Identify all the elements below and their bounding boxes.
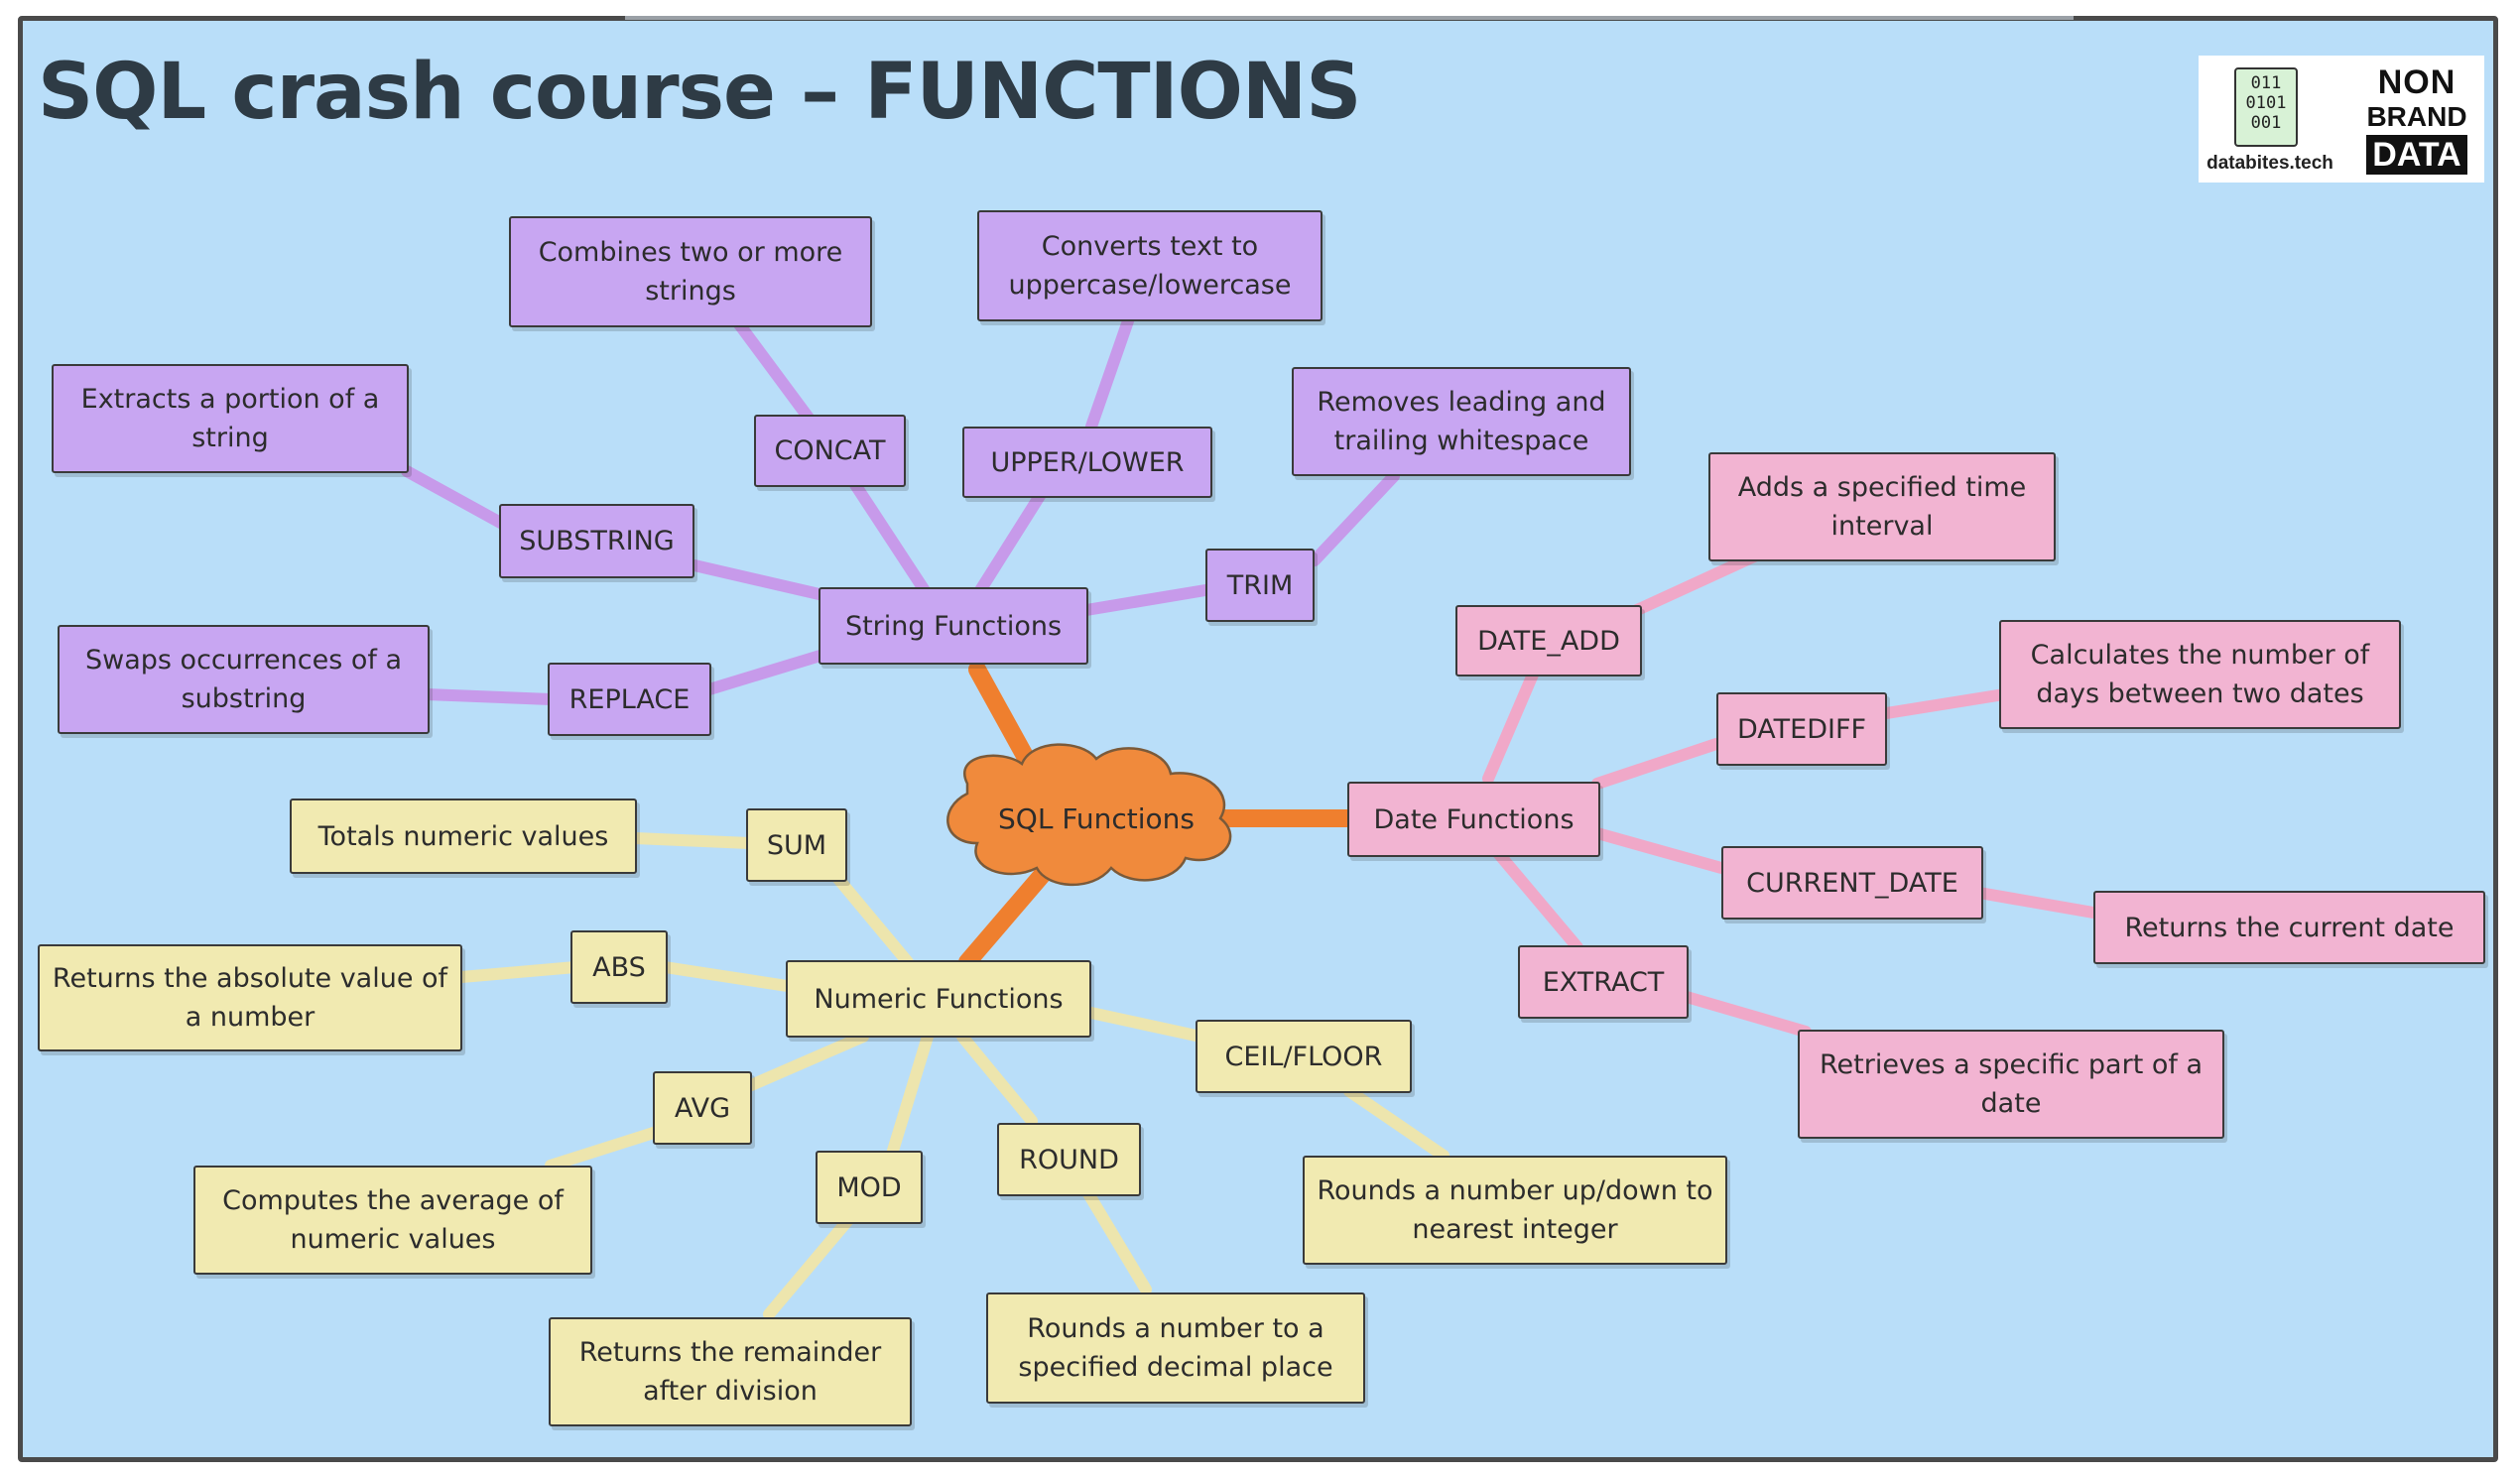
extract-node: EXTRACT [1518, 945, 1689, 1019]
ceil-floor-description: Rounds a number up/down to nearest integ… [1303, 1156, 1727, 1265]
connector-round-hub [956, 1031, 1038, 1127]
center-node-label: SQL Functions [998, 801, 1195, 835]
concat-description: Combines two or more strings [509, 216, 872, 327]
binary-file-icon: 011 0101 001 [2234, 67, 2298, 147]
connector-sum-hub [827, 867, 914, 968]
trim-description: Removes leading and trailing whitespace [1292, 367, 1631, 476]
sum-node: SUM [746, 808, 847, 882]
logo-brand-line2: BRAND [2366, 101, 2467, 132]
connector-extract-desc [1681, 991, 1812, 1038]
connector-replace-desc [421, 688, 557, 705]
connector-trim-desc [1309, 470, 1400, 566]
current-date-description: Returns the current date [2093, 891, 2485, 964]
mod-node: MOD [816, 1151, 923, 1224]
connector-trim-hub [1080, 584, 1211, 616]
non-brand-data-logo: NON BRAND DATA [2359, 63, 2474, 175]
trim-node: TRIM [1205, 549, 1315, 622]
connector-substring-desc [401, 465, 512, 532]
string-functions-hub: String Functions [819, 587, 1088, 665]
page-title: SQL crash course – FUNCTIONS [38, 48, 1361, 137]
connector-currentdate-hub [1591, 827, 1727, 874]
connector-abs-desc [455, 961, 581, 983]
concat-node: CONCAT [754, 415, 906, 487]
connector-extract-hub [1492, 847, 1583, 953]
replace-description: Swaps occurrences of a substring [58, 625, 430, 734]
logo-site-text: databites.tech [2206, 153, 2333, 174]
round-description: Rounds a number to a specified decimal p… [986, 1292, 1365, 1404]
connector-substring-hub [689, 559, 829, 601]
date-functions-hub: Date Functions [1347, 782, 1600, 857]
connector-abs-hub [659, 961, 800, 993]
replace-node: REPLACE [548, 663, 711, 736]
connector-avg-hub [743, 1031, 869, 1092]
substring-node: SUBSTRING [499, 504, 694, 578]
connector-mod-hub [887, 1031, 934, 1157]
numeric-functions-hub: Numeric Functions [786, 960, 1091, 1038]
cloud-shape-icon [946, 743, 1232, 887]
databites-logo: 011 0101 001 databites.tech NON BRAND DA… [2199, 56, 2484, 183]
connector-replace-hub [703, 649, 829, 695]
upper-lower-node: UPPER/LOWER [962, 427, 1212, 498]
connector-ceil-desc [1343, 1085, 1449, 1162]
round-node: ROUND [997, 1123, 1141, 1196]
date-add-node: DATE_ADD [1455, 605, 1642, 676]
connector-avg-desc [545, 1125, 666, 1171]
connector-ceil-hub [1080, 1006, 1206, 1043]
date-add-description: Adds a specified time interval [1708, 452, 2056, 561]
frame-top-shade [625, 16, 2074, 20]
connector-dateadd-desc [1631, 550, 1762, 616]
extract-description: Retrieves a specific part of a date [1798, 1030, 2224, 1139]
connector-round-desc [1080, 1184, 1152, 1295]
abs-node: ABS [570, 930, 668, 1004]
sum-description: Totals numeric values [290, 799, 637, 874]
abs-description: Returns the absolute value of a number [38, 944, 462, 1051]
connector-datediff-desc [1874, 688, 2010, 720]
logo-brand-line1: NON [2377, 63, 2457, 101]
substring-description: Extracts a portion of a string [52, 364, 409, 473]
connector-upper-desc [1085, 307, 1137, 432]
avg-description: Computes the average of numeric values [193, 1166, 592, 1275]
connector-datediff-hub [1591, 738, 1722, 790]
ceil-floor-node: CEIL/FLOOR [1196, 1020, 1412, 1093]
connector-currentdate-desc [1973, 887, 2099, 919]
connector-dateadd-hub [1482, 669, 1539, 785]
upper-lower-description: Converts text to uppercase/lowercase [977, 210, 1323, 321]
connector-mod-desc [763, 1214, 854, 1320]
current-date-node: CURRENT_DATE [1721, 846, 1983, 920]
connector-sum-desc [629, 832, 755, 849]
datediff-node: DATEDIFF [1716, 692, 1887, 766]
mod-description: Returns the remainder after division [549, 1317, 912, 1426]
logo-brand-line3: DATA [2366, 135, 2467, 175]
datediff-description: Calculates the number of days between tw… [1999, 620, 2401, 729]
avg-node: AVG [653, 1071, 752, 1145]
